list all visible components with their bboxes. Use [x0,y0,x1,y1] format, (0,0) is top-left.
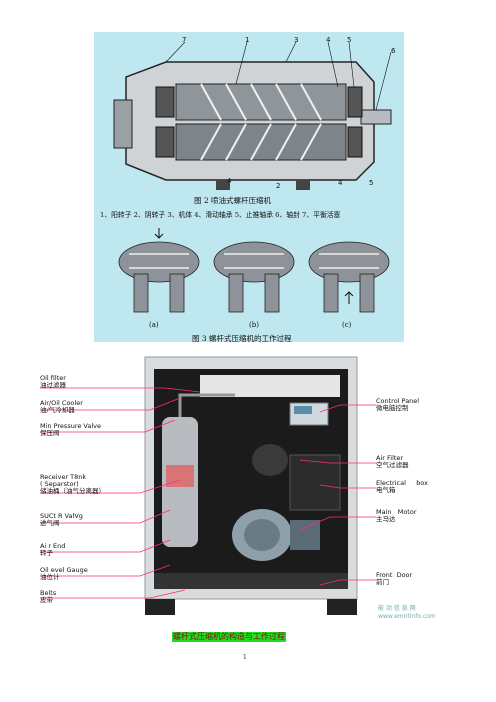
figure2-legend: 1、阳转子 2、阴转子 3、机体 4、滑动轴承 5、止推轴承 6、轴封 7、平衡… [100,211,341,219]
label-oil-filter-cn: 油过滤器 [40,381,66,389]
label-main-motor-en: Main Motor [376,508,417,516]
label-oil-filter: Oil filter 油过滤器 [40,375,66,389]
air-compressor-machine-photo [144,356,358,615]
label-front-door-cn: 前门 [376,578,389,586]
figure2-title: 图 2 喷油式螺杆压缩机 [194,196,272,205]
label-control-panel-cn: 微电脑控制 [376,404,409,412]
label-air-end: Ai r End 转子 [40,543,65,557]
label-air-oil-cooler-cn: 油/气冷却器 [40,406,75,414]
label-front-door: Front Door 前门 [376,572,412,586]
part-number-4: 4 [326,36,331,44]
part-number-4c: 4 [338,179,343,187]
label-control-panel: Control Panel 微电脑控制 [376,398,419,412]
label-min-pressure-valve: Min Pressure Valve 保压阀 [40,423,101,437]
part-number-2: 2 [276,182,281,190]
label-control-panel-en: Control Panel [376,397,420,405]
label-receiver-tank: Receiver T8nk ( Separstor) 储油桶（油气分离器） [40,474,105,495]
part-number-5b: 5 [369,179,374,187]
watermark: 能 动 信 息 网 www.emntinfo.com [378,605,436,621]
compressor-cross-section-drawing [113,42,392,190]
label-electrical-box: Electrical box 电气箱 [376,480,428,494]
figure3-label-a: (a) [149,321,159,329]
watermark-line2: www.emntinfo.com [378,613,436,620]
figure-screw-compressor: 7 1 3 4 5 6 [94,32,404,343]
label-air-oil-cooler-en: Air/Oil Cooler [40,399,83,407]
label-min-pressure-valve-en: Min Pressure Valve [40,422,101,430]
label-air-filter: Air Filter 空气过滤器 [376,455,409,469]
label-belts-cn: 皮带 [40,596,53,604]
label-suction-valve-cn: 进气阀 [40,519,60,527]
label-belts: Belts 皮带 [40,590,56,604]
figure3-title: 图 3 螺杆式压缩机的工作过程 [192,334,292,343]
label-air-filter-cn: 空气过滤器 [376,461,409,469]
part-number-5: 5 [347,36,352,44]
figure3-label-c: (c) [342,321,352,329]
label-oil-level-gauge-en: Oil evel Gauge [40,566,88,574]
part-number-1: 1 [245,36,250,44]
part-number-6: 6 [391,47,396,55]
label-receiver-tank-en: Receiver T8nk [40,473,87,481]
label-belts-en: Belts [40,589,57,597]
label-suction-valve: SUCt R ValVg 进气阀 [40,513,83,527]
label-air-end-en: Ai r End [40,542,66,550]
label-receiver-tank-en2: ( Separstor) [40,480,79,488]
label-air-oil-cooler: Air/Oil Cooler 油/气冷却器 [40,400,83,414]
label-oil-level-gauge: Oil evel Gauge 油位计 [40,567,88,581]
label-air-end-cn: 转子 [40,549,53,557]
label-oil-level-gauge-cn: 油位计 [40,573,60,581]
label-receiver-tank-cn: 储油桶（油气分离器） [40,487,105,495]
label-min-pressure-valve-cn: 保压阀 [40,429,60,437]
rotor-working-process-drawing [118,228,390,313]
label-oil-filter-en: Oil filter [40,374,66,382]
watermark-line1: 能 动 信 息 网 [378,605,416,612]
label-front-door-en: Front Door [376,571,413,579]
label-main-motor: Main Motor 主马达 [376,509,417,523]
part-number-7: 7 [182,36,187,44]
part-number-4b: 4 [227,177,232,185]
part-number-3: 3 [294,36,299,44]
page-number: 1 [243,654,247,661]
document-caption: 螺杆式压缩机的构造与工作过程 [172,632,286,642]
label-electrical-box-en: Electrical box [376,479,428,487]
label-main-motor-cn: 主马达 [376,515,396,523]
label-air-filter-en: Air Filter [376,454,404,462]
figure3-label-b: (b) [249,321,259,329]
label-suction-valve-en: SUCt R ValVg [40,512,83,520]
label-electrical-box-cn: 电气箱 [376,486,396,494]
